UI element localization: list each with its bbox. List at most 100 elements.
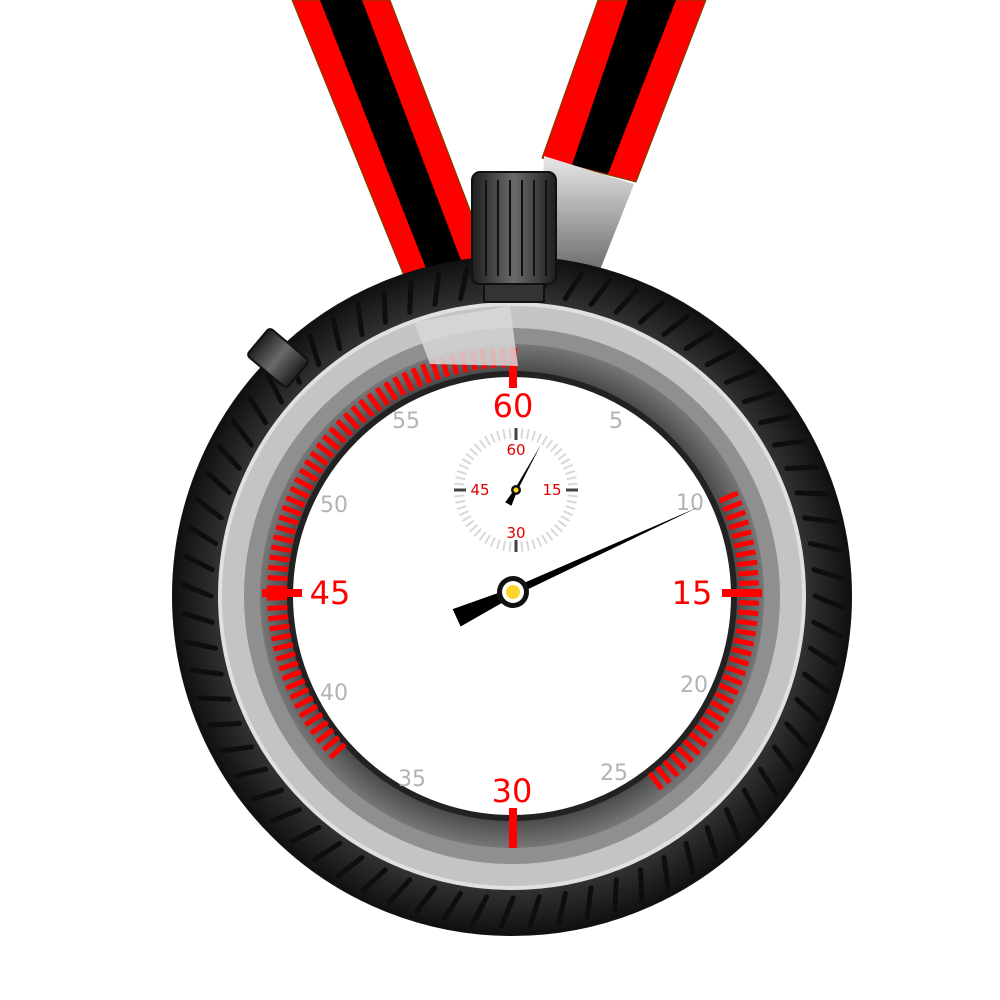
red-arc-segment [420,363,433,384]
sub-tick [545,439,554,449]
label-40: 40 [320,681,348,706]
hand-pivot [497,576,529,608]
red-arc-segment [272,534,294,544]
sub-tick [566,499,577,504]
red-arc-segment [722,500,743,513]
red-arc-segment [281,504,303,517]
lanyard-strap-icon [291,0,707,341]
red-arc-segment [267,575,288,582]
sub-tick [502,429,507,440]
red-arc-segment [688,731,708,748]
tread-block [794,696,822,723]
label-5: 5 [609,409,623,434]
red-arc-segment [350,405,368,424]
crown-button-icon[interactable] [471,171,557,303]
tread-block [187,524,219,547]
sub-tick [458,510,469,517]
side-pusher-icon[interactable] [247,327,310,388]
tread-block [661,313,691,337]
tread-block [219,744,254,754]
red-arc-segment [714,691,735,705]
tread-block [807,645,839,668]
tread-block [588,277,612,307]
sub-tick [465,519,475,528]
tread-block [407,279,414,315]
sub-tick [484,435,491,446]
sub-tick [465,452,475,461]
red-arc-segment [285,495,306,508]
red-arc-segment [268,614,289,622]
sub-tick [563,463,574,470]
tread-block [812,593,846,611]
red-arc-segment [694,723,714,740]
sub-dial: 60 15 30 45 [454,428,578,552]
red-arc-segment [272,642,294,652]
tread-block [772,438,807,448]
tread-block [807,541,843,553]
tread-block [757,766,780,798]
tread-block [704,348,737,368]
red-arc-segment [321,434,341,451]
sub-tick [550,443,559,453]
red-arc-segment [289,485,310,500]
label-10: 10 [676,491,704,516]
tread-block [638,299,666,325]
red-arc-segment [309,719,329,736]
tread-block [784,721,810,749]
tread-block [584,885,594,921]
tread-block [414,885,438,915]
sub-tick [469,524,479,533]
red-arc-segment [289,686,310,701]
tread-block [330,316,343,352]
red-arc-segment [682,738,701,756]
red-arc-segment [705,707,725,723]
sub-tick [563,510,574,517]
red-arc-segment [699,715,720,732]
tread-block [335,855,365,879]
tread-block [180,581,214,599]
sub-tick [454,494,465,498]
red-arc-segment [278,514,299,526]
tread-block [811,619,844,639]
red-arc-segment [270,544,292,554]
sub-tick [502,540,507,551]
sub-tick [560,458,571,465]
tread-block [527,894,542,929]
tread-block [194,497,224,521]
tread-block [386,877,413,905]
red-arc-segment [321,735,341,752]
tread-block [381,289,388,325]
tread-block [683,329,715,352]
red-arc-segment [328,742,347,760]
tread-block [704,824,719,859]
sub-tick [454,482,465,486]
tread-block [441,890,464,922]
red-arc-segment [736,559,758,568]
label-55: 55 [392,409,420,434]
tread-block [432,271,442,307]
tread-block [811,567,846,582]
sub-tick [536,537,543,548]
tread-block [246,394,269,426]
tread-block [182,553,215,573]
sub-tick [508,428,512,439]
red-arc-segment [718,682,739,696]
tread-block [724,807,741,840]
red-arc-segment [293,476,314,491]
sub-tick [566,476,577,481]
red-arc-segment [270,632,292,642]
red-arc-segment [728,655,750,667]
red-arc-segment [358,398,375,418]
red-arc-segment [655,765,672,785]
red-arc-segment [309,450,329,467]
strap-front [414,306,518,366]
label-45: 45 [310,574,351,612]
red-arc-segment [298,703,319,719]
red-arc-segment [392,376,407,397]
sub-tick [536,432,543,443]
sub-tick [473,443,482,453]
red-arc-segment [293,695,314,710]
sub-tick [456,469,467,475]
red-arc-segment [268,564,289,572]
sub-tick [473,527,482,537]
